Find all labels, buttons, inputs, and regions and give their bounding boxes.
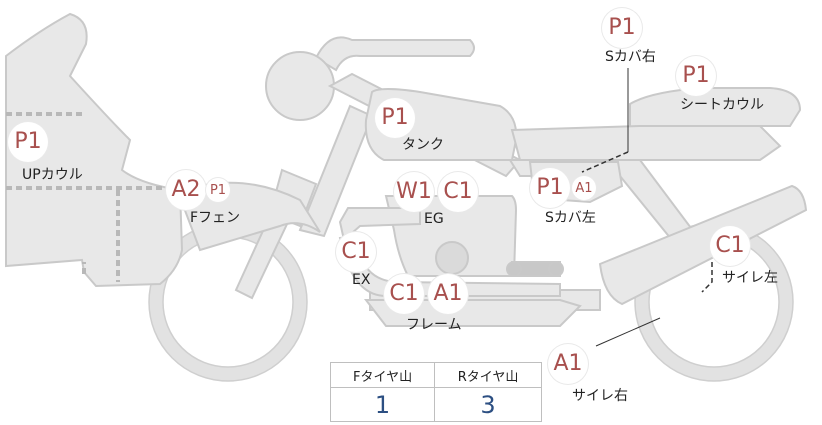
seat (510, 125, 782, 161)
seat-cowl-label: シートカウル (680, 97, 764, 113)
swingarm-pivot (506, 261, 522, 277)
tire-tread-value-row: 1 3 (329, 387, 542, 422)
leader-s-cover-right-dash (581, 151, 629, 173)
s-cover-right-grade-badge: P1 (602, 8, 642, 48)
engine-cover (435, 241, 469, 275)
muffler-left-label: サイレ左 (722, 270, 778, 286)
frame-grade-badge-2: A1 (428, 274, 468, 314)
rear-tire-tread-header: Rタイヤ山 (434, 362, 542, 388)
frame-grade-2: A1 (433, 281, 463, 306)
exhaust-grade-badge: C1 (336, 232, 376, 272)
cowl-section-lines (6, 112, 166, 282)
frame-label: フレーム (406, 317, 462, 333)
muffler-shape (598, 184, 808, 306)
s-cover-left-grade-2: A1 (575, 180, 593, 196)
tank-label: タンク (402, 137, 444, 153)
front-tire-tread-header: Fタイヤ山 (329, 362, 436, 388)
f-fender-grade-badge-2: P1 (206, 178, 230, 202)
s-cover-left-label: Sカバ左 (545, 210, 596, 226)
f-fender-grade-1: A2 (171, 177, 201, 202)
tank-grade-badge: P1 (375, 98, 415, 138)
muffler-right-label: サイレ右 (572, 388, 628, 404)
f-fender-grade-badge-1: A2 (166, 170, 206, 210)
engine-grade-badge-1: W1 (394, 172, 434, 212)
s-cover-left-grade-badge-1: P1 (530, 168, 570, 208)
f-fender-label: Fフェン (190, 210, 241, 226)
seat-cowl-grade-badge: P1 (676, 56, 716, 96)
rear-tire-tread-value: 3 (434, 387, 542, 422)
s-cover-left-grade-badge-2: A1 (572, 176, 596, 200)
upper-cowl-shape (5, 12, 184, 288)
muffler-left-grade-badge: C1 (710, 226, 750, 266)
frame-grade-badge-1: C1 (384, 274, 424, 314)
muffler-left-grade: C1 (715, 233, 745, 258)
up-cowl-label: UPカウル (22, 167, 83, 183)
exhaust-grade: C1 (341, 239, 371, 264)
up-cowl-grade: P1 (14, 129, 42, 154)
engine-label: EG (424, 211, 444, 227)
handlebar (314, 36, 475, 72)
swingarm-end (548, 261, 564, 277)
leader-muffler-left (701, 262, 713, 293)
engine-grade-1: W1 (396, 179, 432, 204)
exhaust-label: EX (352, 272, 371, 288)
muffler-right-grade-badge: A1 (548, 344, 588, 384)
s-cover-right-grade: P1 (608, 15, 636, 40)
frame-grade-1: C1 (389, 281, 419, 306)
engine-grade-badge-2: C1 (438, 172, 478, 212)
tire-tread-table: Fタイヤ山 Rタイヤ山 1 3 (329, 362, 542, 422)
up-cowl-grade-badge: P1 (8, 122, 48, 162)
engine-grade-2: C1 (443, 179, 473, 204)
leader-muffler-right (595, 317, 661, 347)
f-fender-grade-2: P1 (209, 182, 227, 198)
front-tire-tread-value: 1 (329, 387, 436, 422)
seat-cowl-grade: P1 (682, 63, 710, 88)
tank-grade: P1 (381, 105, 409, 130)
muffler-right-grade: A1 (553, 351, 583, 376)
tire-tread-header-row: Fタイヤ山 Rタイヤ山 (329, 362, 542, 388)
s-cover-left-grade-1: P1 (536, 175, 564, 200)
s-cover-right-label: Sカバ右 (605, 49, 656, 65)
mirror (265, 51, 335, 121)
